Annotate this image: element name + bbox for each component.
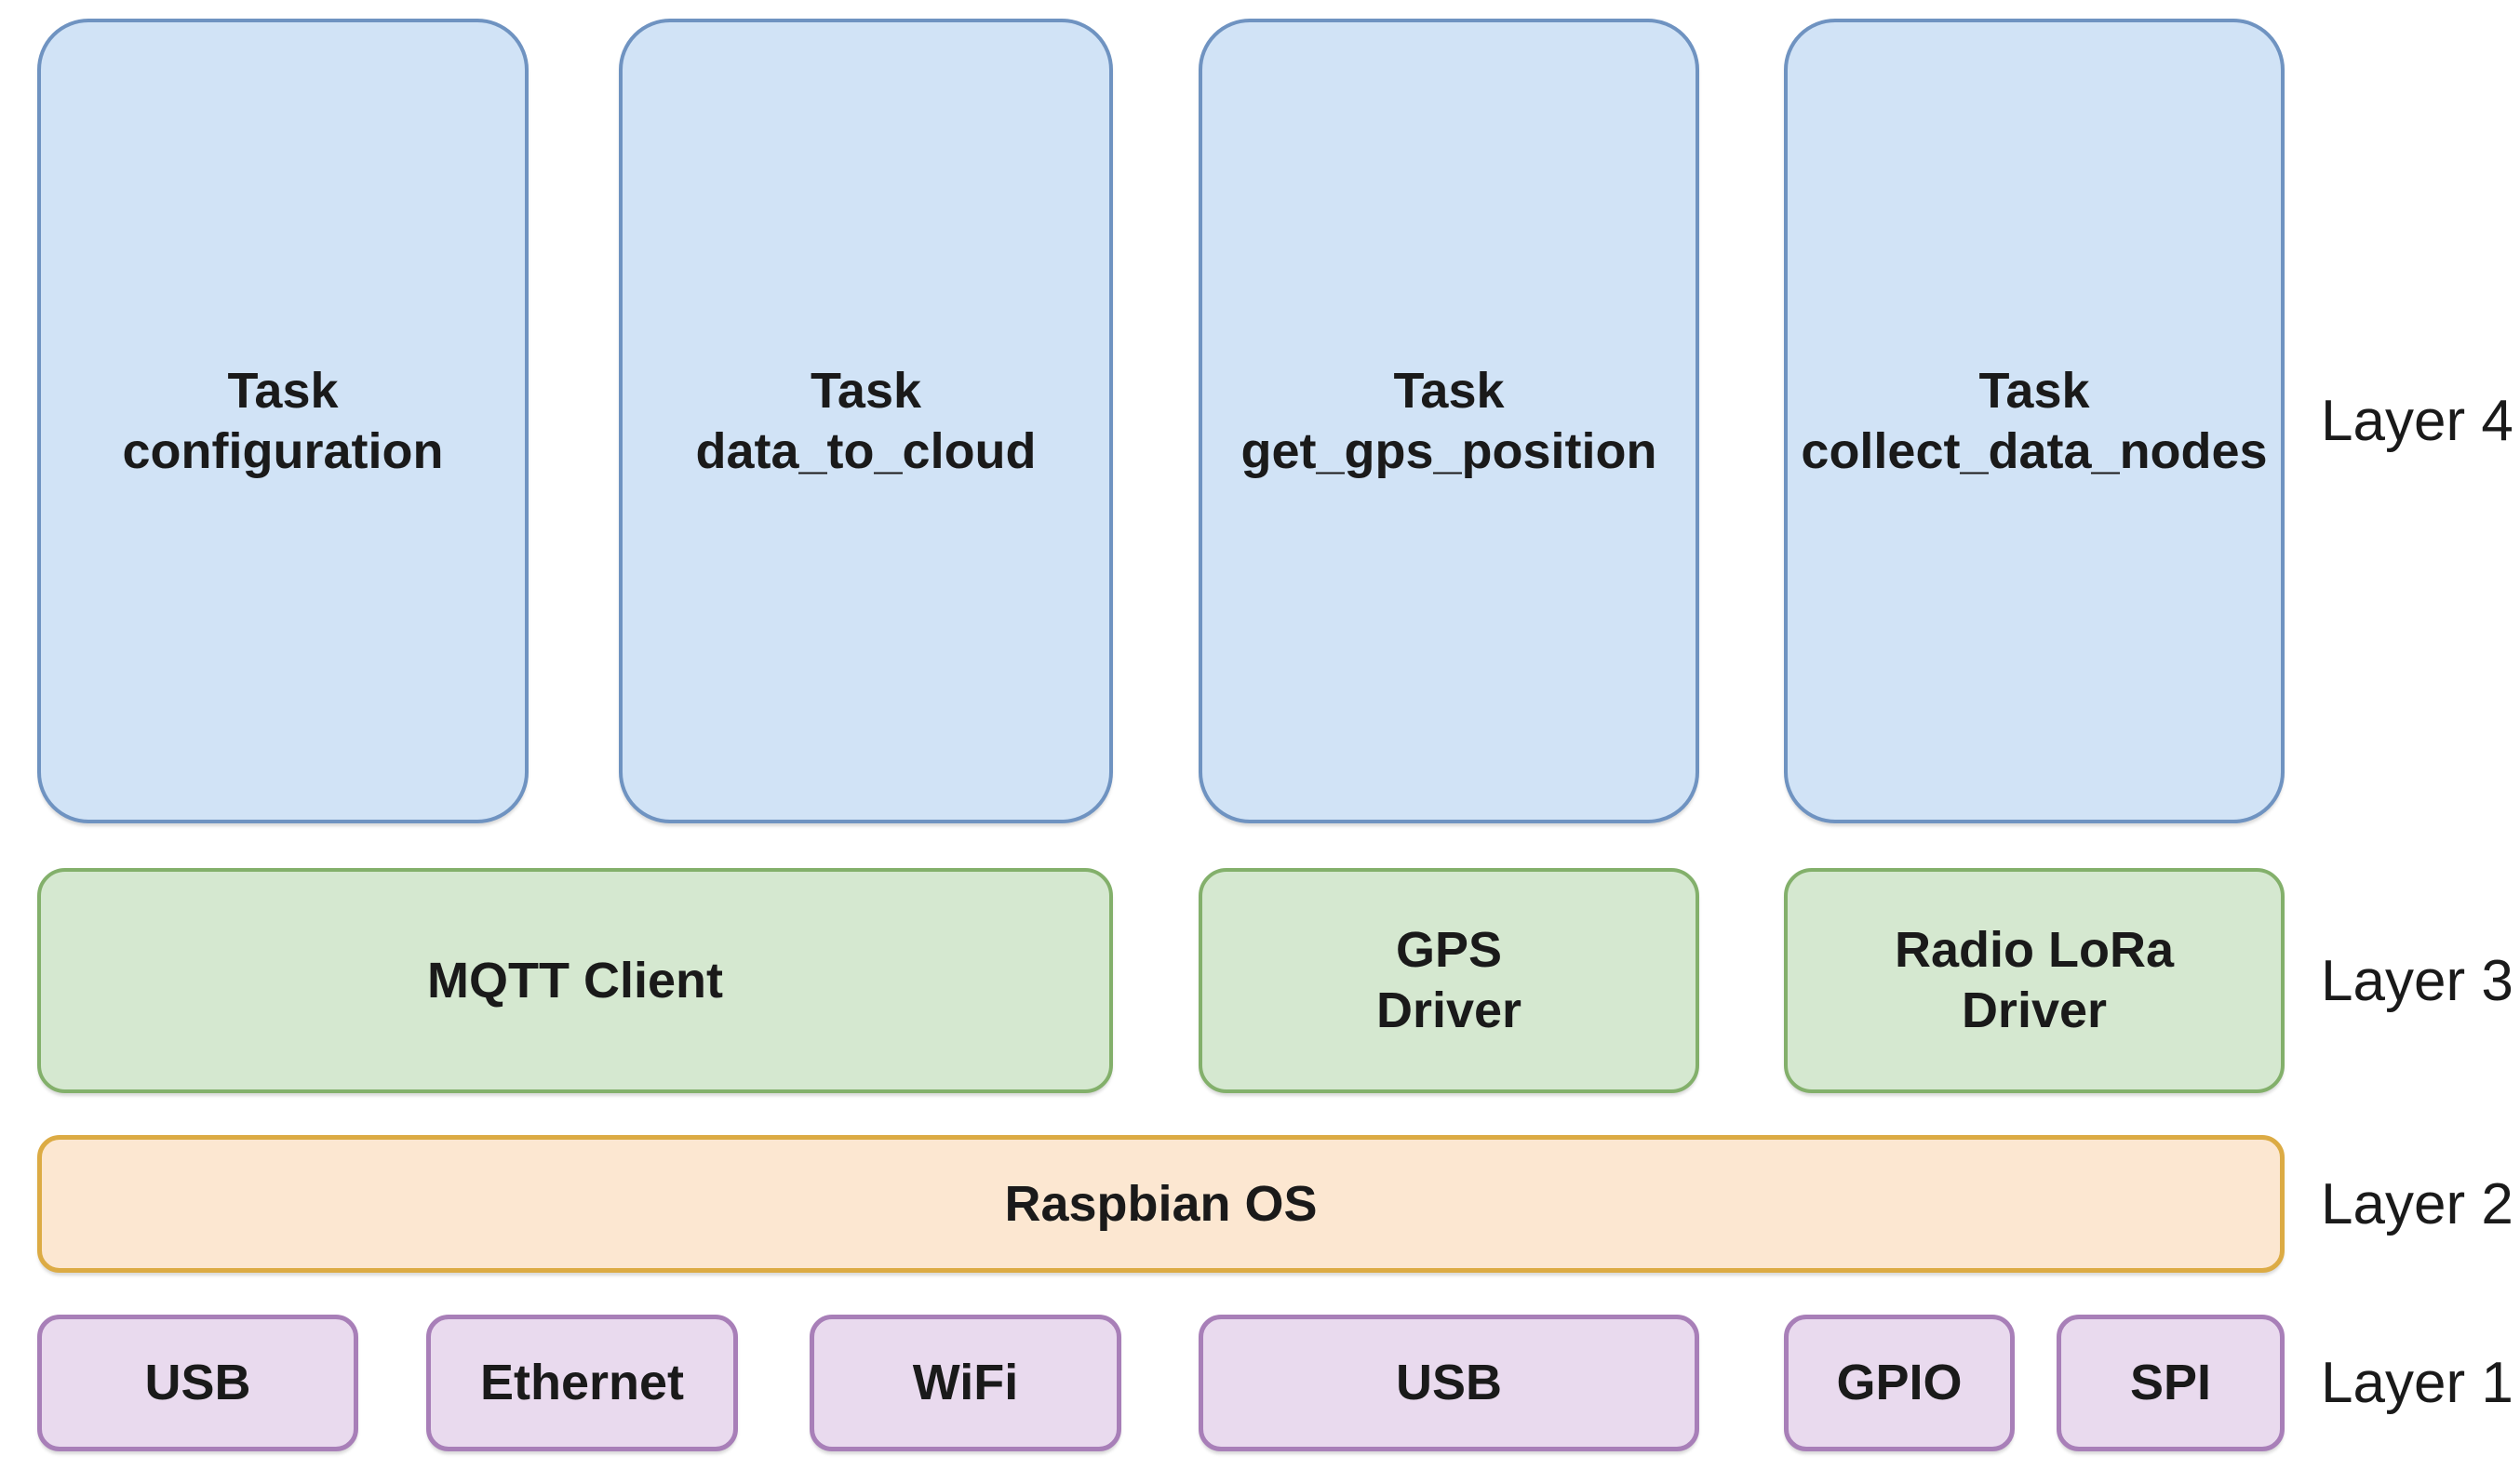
layer-4-label: Layer 4	[2321, 389, 2513, 453]
task-collect-data-nodes-label: Task collect_data_nodes	[1801, 362, 2268, 479]
usb-box-2: USB	[1199, 1315, 1699, 1451]
spi-box: SPI	[2057, 1315, 2285, 1451]
task-get-gps-position-label: Task get_gps_position	[1240, 362, 1657, 479]
task-configuration-box: Task configuration	[37, 19, 529, 823]
mqtt-client-box: MQTT Client	[37, 868, 1113, 1093]
task-get-gps-position-box: Task get_gps_position	[1199, 19, 1699, 823]
radio-lora-driver-box: Radio LoRa Driver	[1784, 868, 2285, 1093]
task-configuration-label: Task configuration	[122, 362, 444, 479]
radio-lora-driver-label: Radio LoRa Driver	[1894, 922, 2174, 1038]
raspbian-os-label: Raspbian OS	[1004, 1175, 1318, 1232]
wifi-box: WiFi	[810, 1315, 1121, 1451]
gps-driver-box: GPS Driver	[1199, 868, 1699, 1093]
layer-1-label: Layer 1	[2321, 1351, 2513, 1415]
gpio-label: GPIO	[1836, 1355, 1963, 1411]
layer-3-label: Layer 3	[2321, 948, 2513, 1013]
task-data-to-cloud-box: Task data_to_cloud	[619, 19, 1113, 823]
ethernet-label: Ethernet	[479, 1355, 685, 1411]
task-collect-data-nodes-box: Task collect_data_nodes	[1784, 19, 2285, 823]
usb-box-1: USB	[37, 1315, 358, 1451]
gpio-box: GPIO	[1784, 1315, 2015, 1451]
gps-driver-label: GPS Driver	[1375, 922, 1522, 1038]
mqtt-client-label: MQTT Client	[427, 952, 723, 1009]
task-data-to-cloud-label: Task data_to_cloud	[695, 362, 1037, 479]
ethernet-box: Ethernet	[426, 1315, 738, 1451]
layer-2-label: Layer 2	[2321, 1171, 2513, 1236]
wifi-label: WiFi	[912, 1355, 1019, 1411]
usb-label-1: USB	[144, 1355, 251, 1411]
usb-label-2: USB	[1395, 1355, 1502, 1411]
spi-label: SPI	[2129, 1355, 2212, 1411]
raspbian-os-box: Raspbian OS	[37, 1135, 2285, 1273]
